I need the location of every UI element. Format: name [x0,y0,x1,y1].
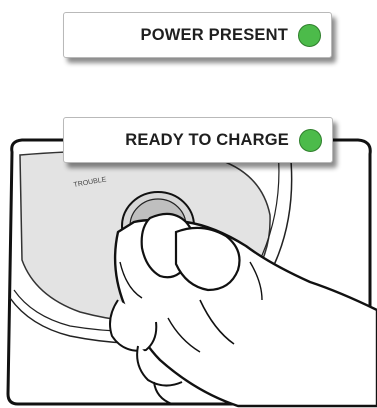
ready-to-charge-indicator: READY TO CHARGE [63,117,333,163]
ready-to-charge-label: READY TO CHARGE [125,131,289,150]
power-led-icon [298,24,321,47]
power-present-indicator: POWER PRESENT [63,12,332,58]
ready-led-icon [299,129,322,152]
power-present-label: POWER PRESENT [141,26,288,45]
